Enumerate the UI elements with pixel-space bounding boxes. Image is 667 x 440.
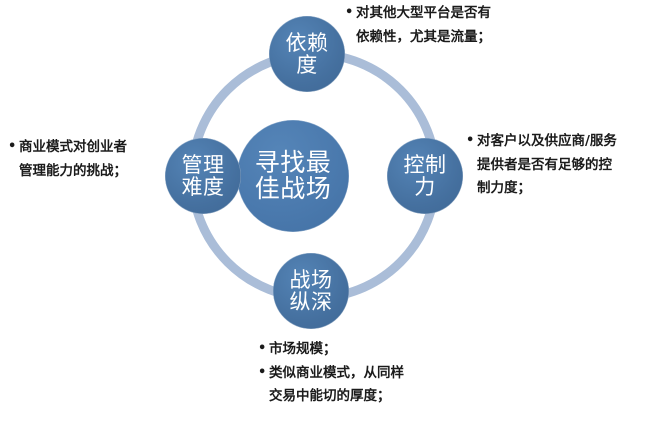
note-dependency-line-2: 依赖性，尤其是流量；	[356, 28, 491, 45]
note-battlefield-depth-bullet-1: • 市场规模；	[258, 338, 518, 362]
note-dependency-lines: 对其他大型平台是否有 依赖性，尤其是流量；	[356, 2, 655, 49]
note-management-difficulty-line-2: 管理能力的挑战；	[19, 162, 127, 179]
bullet-dot-icon: •	[258, 364, 267, 380]
note-dependency: • 对其他大型平台是否有 依赖性，尤其是流量；	[345, 2, 655, 49]
note-control-power-line-2: 提供者是否有足够的控	[477, 156, 612, 173]
node-control-power-label: 控制 力	[399, 154, 451, 198]
bullet-dot-icon: •	[8, 139, 17, 154]
node-management-difficulty-label: 管理 难度	[177, 154, 229, 198]
note-control-power-bullet: • 对客户以及供应商/服务 提供者是否有足够的控 制力度；	[466, 130, 666, 201]
note-control-power-line-1: 对客户以及供应商/服务	[477, 133, 617, 149]
circular-hub-diagram: 寻找最 佳战场 依赖 度 管理 难度 控制 力 战场 纵	[165, 8, 465, 329]
node-management-difficulty-line-2: 难度	[181, 175, 225, 199]
center-node[interactable]: 寻找最 佳战场	[237, 120, 349, 232]
node-battlefield-depth-line-2: 纵深	[289, 290, 333, 314]
note-dependency-line-1: 对其他大型平台是否有	[356, 5, 491, 21]
node-battlefield-depth[interactable]: 战场 纵深	[273, 253, 349, 329]
center-node-line-2: 佳战场	[254, 174, 332, 203]
note-battlefield-depth-bullet-2: • 类似商业模式，从同样 交易中能切的厚度；	[258, 362, 518, 409]
node-management-difficulty-line-1: 管理	[181, 152, 225, 177]
node-control-power[interactable]: 控制 力	[387, 138, 463, 214]
node-dependency[interactable]: 依赖 度	[269, 16, 345, 92]
node-control-power-line-2: 力	[414, 175, 436, 199]
note-battlefield-depth-lines-1: 市场规模；	[269, 338, 518, 362]
note-control-power-lines: 对客户以及供应商/服务 提供者是否有足够的控 制力度；	[477, 130, 666, 201]
node-management-difficulty[interactable]: 管理 难度	[165, 138, 241, 214]
node-dependency-line-1: 依赖	[285, 30, 329, 55]
note-control-power: • 对客户以及供应商/服务 提供者是否有足够的控 制力度；	[466, 130, 666, 201]
bullet-dot-icon: •	[345, 5, 354, 20]
node-dependency-line-2: 度	[296, 53, 318, 77]
node-dependency-label: 依赖 度	[281, 32, 333, 76]
bullet-dot-icon: •	[258, 341, 267, 356]
note-management-difficulty-lines: 商业模式对创业者 管理能力的挑战；	[19, 136, 168, 183]
note-battlefield-depth-line-2: 类似商业模式，从同样	[269, 364, 404, 381]
bullet-dot-icon: •	[466, 133, 475, 148]
note-control-power-line-3: 制力度；	[477, 180, 531, 197]
note-battlefield-depth-line-1: 市场规模；	[269, 341, 337, 357]
node-battlefield-depth-line-1: 战场	[289, 267, 333, 292]
note-management-difficulty: • 商业模式对创业者 管理能力的挑战；	[8, 136, 168, 183]
note-battlefield-depth: • 市场规模； • 类似商业模式，从同样 交易中能切的厚度；	[258, 338, 518, 409]
note-battlefield-depth-line-3: 交易中能切的厚度；	[269, 388, 391, 405]
note-battlefield-depth-lines-2: 类似商业模式，从同样 交易中能切的厚度；	[269, 362, 518, 409]
node-battlefield-depth-label: 战场 纵深	[285, 269, 337, 313]
note-dependency-bullet: • 对其他大型平台是否有 依赖性，尤其是流量；	[345, 2, 655, 49]
note-management-difficulty-line-1: 商业模式对创业者	[19, 139, 127, 155]
node-control-power-line-1: 控制	[403, 152, 447, 177]
center-node-line-1: 寻找最	[254, 147, 332, 177]
note-management-difficulty-bullet: • 商业模式对创业者 管理能力的挑战；	[8, 136, 168, 183]
center-node-label: 寻找最 佳战场	[251, 147, 335, 203]
